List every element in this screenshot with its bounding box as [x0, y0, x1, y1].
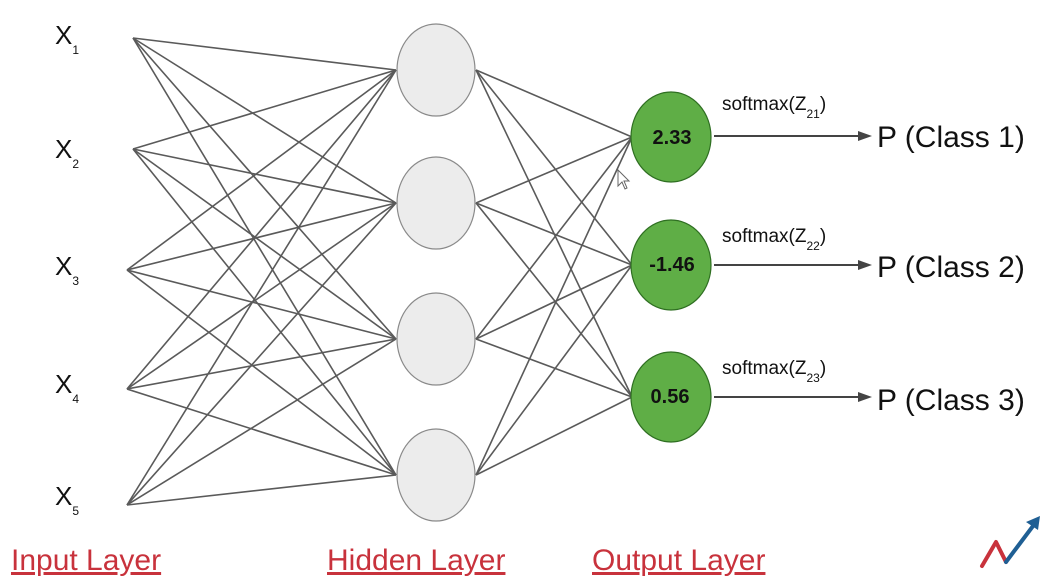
edge-input-1-hidden-1	[132, 37, 397, 71]
edge-hidden-4-output-2	[475, 264, 633, 476]
input-labels: X1 X2 X3 X4 X5	[55, 20, 79, 518]
connection-edges	[126, 37, 633, 506]
output-node-2	[630, 219, 712, 311]
edge-input-1-hidden-4	[132, 37, 397, 476]
output-2-arrow-head	[858, 260, 872, 270]
class-1-label: P (Class 1)	[877, 121, 1025, 154]
input-label-1: X1	[55, 20, 79, 57]
edge-input-3-hidden-2	[126, 202, 397, 271]
output-3-value: 0.56	[651, 386, 690, 408]
edge-input-5-hidden-1	[126, 69, 397, 506]
layer-titles: Input Layer Hidden Layer Output Layer	[11, 544, 765, 577]
output-node-3	[630, 351, 712, 443]
output-3-annotation: 0.56 softmax(Z23) P (Class 3)	[651, 358, 1025, 417]
input-label-3: X3	[55, 251, 79, 288]
edge-input-2-hidden-3	[132, 148, 397, 340]
edge-input-1-hidden-3	[132, 37, 397, 340]
edge-hidden-2-output-2	[475, 202, 633, 266]
edge-input-5-hidden-3	[126, 338, 397, 506]
edge-input-1-hidden-2	[132, 37, 397, 204]
edge-hidden-1-output-1	[475, 69, 633, 138]
edge-hidden-3-output-3	[475, 338, 633, 398]
hidden-node-3	[396, 292, 476, 386]
output-1-value: 2.33	[653, 127, 692, 149]
edge-hidden-1-output-2	[475, 69, 633, 266]
output-node-1	[630, 91, 712, 183]
edge-input-2-hidden-1	[132, 69, 397, 150]
output-1-arrow-head	[858, 131, 872, 141]
edge-hidden-4-output-1	[475, 136, 633, 476]
input-layer-title: Input Layer	[11, 544, 161, 577]
hidden-node-2	[396, 156, 476, 250]
class-3-label: P (Class 3)	[877, 384, 1025, 417]
output-2-annotation: -1.46 softmax(Z22) P (Class 2)	[649, 226, 1025, 284]
hidden-layer-title: Hidden Layer	[327, 544, 505, 577]
edge-input-3-hidden-4	[126, 269, 397, 476]
brand-logo-icon	[980, 516, 1040, 568]
hidden-node-4	[396, 428, 476, 522]
output-3-arrow-head	[858, 392, 872, 402]
edge-hidden-3-output-2	[475, 264, 633, 340]
edge-input-5-hidden-4	[126, 474, 397, 506]
input-label-5: X5	[55, 481, 79, 518]
class-2-label: P (Class 2)	[877, 251, 1025, 284]
edge-hidden-2-output-3	[475, 202, 633, 398]
softmax-label-3: softmax(Z23)	[722, 358, 826, 385]
edge-input-5-hidden-2	[126, 202, 397, 506]
edge-hidden-3-output-1	[475, 136, 633, 340]
edge-input-4-hidden-1	[126, 69, 397, 390]
output-2-value: -1.46	[649, 254, 695, 276]
input-label-4: X4	[55, 369, 79, 406]
edge-hidden-2-output-1	[475, 136, 633, 204]
edge-input-4-hidden-4	[126, 388, 397, 476]
hidden-node-1	[396, 23, 476, 117]
edge-input-4-hidden-2	[126, 202, 397, 390]
pointer-cursor-icon	[617, 168, 631, 190]
edge-input-3-hidden-3	[126, 269, 397, 340]
hidden-layer-nodes	[396, 23, 476, 522]
output-layer-nodes	[630, 91, 712, 443]
output-annotations: 2.33 softmax(Z21) P (Class 1) -1.46 soft…	[649, 94, 1025, 417]
output-1-annotation: 2.33 softmax(Z21) P (Class 1)	[653, 94, 1025, 154]
edge-hidden-4-output-3	[475, 396, 633, 476]
softmax-label-1: softmax(Z21)	[722, 94, 826, 121]
edge-input-2-hidden-4	[132, 148, 397, 476]
edge-input-2-hidden-2	[132, 148, 397, 204]
output-layer-title: Output Layer	[592, 544, 765, 577]
edge-input-4-hidden-3	[126, 338, 397, 390]
softmax-label-2: softmax(Z22)	[722, 226, 826, 253]
input-label-2: X2	[55, 134, 79, 171]
edge-input-3-hidden-1	[126, 69, 397, 271]
